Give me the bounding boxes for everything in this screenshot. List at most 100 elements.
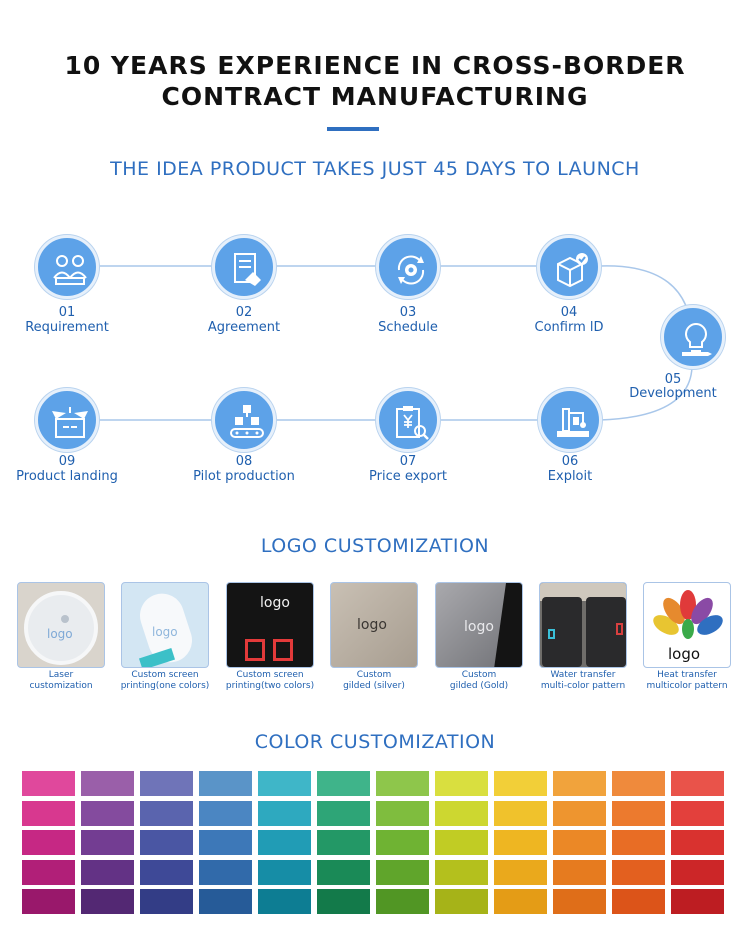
color-swatch xyxy=(258,859,311,885)
color-swatch xyxy=(199,889,252,914)
color-swatch xyxy=(671,771,724,796)
color-swatch xyxy=(376,859,429,885)
color-swatch xyxy=(258,771,311,796)
screen-two-thumbnail: logo xyxy=(226,582,314,668)
page-headline: 10 YEARS EXPERIENCE IN CROSS-BORDER CONT… xyxy=(0,50,750,112)
color-swatch xyxy=(435,800,488,826)
color-swatch xyxy=(140,771,193,796)
color-swatch xyxy=(494,771,547,796)
step-05-label: Development xyxy=(629,386,717,401)
step-04-number: 04 xyxy=(560,305,578,320)
price-clipboard-icon xyxy=(396,406,429,440)
headline-line-2: CONTRACT MANUFACTURING xyxy=(161,82,589,111)
step-09-label: Product landing xyxy=(16,469,118,484)
step-04-circle xyxy=(537,235,601,299)
step-07-label: Price export xyxy=(369,469,447,484)
box-check-icon xyxy=(557,253,588,288)
water-transfer-caption: Water transfer multi-color pattern xyxy=(531,670,635,692)
headline-line-1: 10 YEARS EXPERIENCE IN CROSS-BORDER xyxy=(64,51,686,80)
gilded-gold-caption: Custom gilded (Gold) xyxy=(427,670,531,692)
laser-caption-line-1: Laser xyxy=(48,670,74,680)
color-swatch xyxy=(435,859,488,885)
heat-transfer-caption: Heat transfer multicolor pattern xyxy=(635,670,739,692)
color-swatch xyxy=(258,889,311,914)
laser-logo-text: logo xyxy=(47,627,73,641)
step-03-label: Schedule xyxy=(378,320,438,335)
color-swatch xyxy=(22,800,75,826)
color-swatch xyxy=(671,859,724,885)
color-swatch-grid xyxy=(22,771,728,916)
color-swatch xyxy=(553,771,606,796)
gilded-silver-caption: Custom gilded (silver) xyxy=(322,670,426,692)
screen-one-logo-text: logo xyxy=(152,625,178,639)
water-transfer-caption-line-2: multi-color pattern xyxy=(540,681,626,691)
gilded-silver-logo-text: logo xyxy=(357,617,387,633)
process-title: THE IDEA PRODUCT TAKES JUST 45 DAYS TO L… xyxy=(110,158,640,180)
color-swatch xyxy=(81,830,134,855)
color-swatch xyxy=(671,830,724,855)
team-meeting-icon xyxy=(53,255,87,285)
color-swatch xyxy=(258,800,311,826)
process-flow: 01 Requirement 02 Agreement xyxy=(0,225,750,495)
heat-transfer-caption-line-2: multicolor pattern xyxy=(646,681,728,691)
color-swatch xyxy=(376,889,429,914)
color-swatch xyxy=(553,859,606,885)
screen-two-logo-text: logo xyxy=(260,595,290,611)
step-02-circle xyxy=(212,235,276,299)
step-05-circle xyxy=(661,305,725,369)
color-swatch xyxy=(81,800,134,826)
heat-transfer-thumbnail: logo xyxy=(643,582,731,668)
color-swatch xyxy=(317,771,370,796)
color-swatch xyxy=(494,830,547,855)
step-06-circle xyxy=(538,388,602,452)
logo-customization-gallery: logo Laser customization logo Custom scr… xyxy=(0,582,750,697)
gear-cycle-icon xyxy=(397,255,425,285)
color-customization-title: COLOR CUSTOMIZATION xyxy=(254,731,496,753)
gilded-gold-thumbnail: logo xyxy=(435,582,523,668)
step-06-label: Exploit xyxy=(547,469,593,484)
step-03-circle xyxy=(376,235,440,299)
color-swatch xyxy=(317,859,370,885)
gilded-silver-caption-line-2: gilded (silver) xyxy=(343,681,405,691)
screen-one-caption-line-2: printing(one colors) xyxy=(120,681,210,691)
color-swatch xyxy=(199,830,252,855)
step-04-label: Confirm lD xyxy=(534,320,604,335)
lightbulb-pencil-icon xyxy=(682,322,712,356)
step-07-number: 07 xyxy=(399,454,417,469)
laser-caption-line-2: customization xyxy=(29,681,93,691)
color-swatch xyxy=(435,889,488,914)
color-swatch xyxy=(140,859,193,885)
color-swatch xyxy=(140,800,193,826)
color-swatch xyxy=(22,771,75,796)
heat-transfer-caption-line-1: Heat transfer xyxy=(657,670,717,680)
handshake-contract-icon xyxy=(234,253,261,286)
color-swatch xyxy=(671,889,724,914)
process-connector-lines xyxy=(98,265,693,421)
gilded-gold-caption-line-1: Custom xyxy=(461,670,497,680)
conveyor-icon xyxy=(230,405,264,438)
screen-one-caption-line-1: Custom screen xyxy=(131,670,199,680)
color-swatch xyxy=(317,800,370,826)
color-swatch xyxy=(494,859,547,885)
open-box-icon xyxy=(52,407,88,438)
screen-two-caption-line-2: printing(two colors) xyxy=(225,681,315,691)
color-swatch xyxy=(494,800,547,826)
color-swatch xyxy=(258,830,311,855)
step-06-number: 06 xyxy=(561,454,579,469)
color-swatch xyxy=(612,859,665,885)
color-swatch xyxy=(81,771,134,796)
color-swatch xyxy=(376,830,429,855)
step-01-circle xyxy=(35,235,99,299)
step-08-label: Pilot production xyxy=(193,469,295,484)
color-swatch xyxy=(435,830,488,855)
step-03-number: 03 xyxy=(399,305,417,320)
headline-underline xyxy=(327,127,379,131)
color-swatch xyxy=(671,800,724,826)
color-swatch xyxy=(435,771,488,796)
color-swatch xyxy=(199,771,252,796)
color-swatch xyxy=(494,889,547,914)
laser-thumbnail: logo xyxy=(17,582,105,668)
step-08-circle xyxy=(212,388,276,452)
color-swatch xyxy=(612,830,665,855)
screen-two-caption-line-1: Custom screen xyxy=(236,670,304,680)
